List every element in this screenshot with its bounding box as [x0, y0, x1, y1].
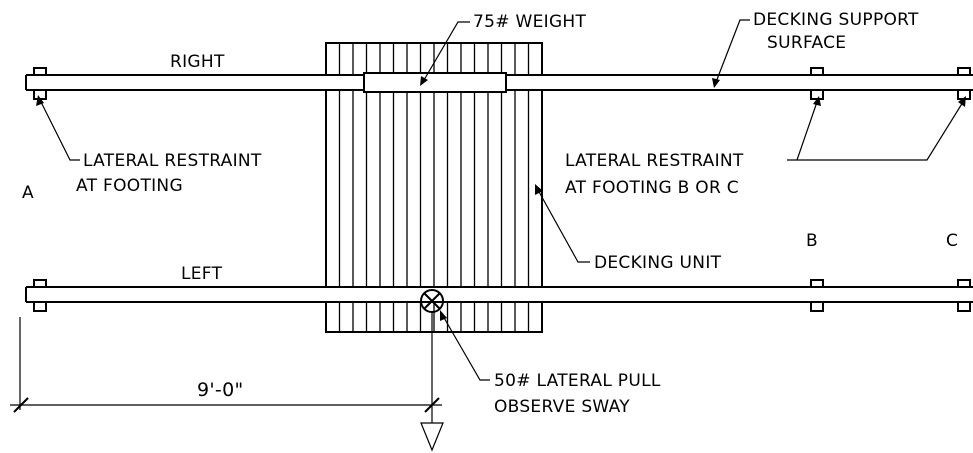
- restraint-a-leader: [39, 99, 80, 161]
- restraint-c-leader: [797, 101, 964, 161]
- decking-unit-leader: [537, 189, 590, 263]
- restraint-b-leader: [787, 101, 818, 161]
- footing-block: [33, 67, 47, 76]
- footing-a-label: A: [22, 183, 34, 203]
- restraint-c-arrow: [958, 96, 966, 107]
- footing-block: [33, 301, 47, 312]
- decking-unit-label: DECKING UNIT: [594, 253, 722, 273]
- restraint-bc-label-line2: AT FOOTING B OR C: [565, 178, 739, 198]
- restraint-a-arrow: [36, 95, 44, 106]
- support-label-line1: DECKING SUPPORT: [753, 10, 919, 30]
- restraint-b-arrow: [813, 96, 821, 106]
- pull-label-line2: OBSERVE SWAY: [494, 397, 630, 417]
- left-rail: [25, 286, 973, 303]
- right-rail-label: RIGHT: [170, 52, 225, 72]
- support-label-line2: SURFACE: [767, 33, 846, 53]
- restraint-a-label-line1: LATERAL RESTRAINT: [83, 151, 262, 171]
- support-leader-arrow: [712, 78, 720, 88]
- footing-block: [33, 89, 47, 100]
- lateral-pull-point: [420, 289, 444, 423]
- support-leader: [715, 19, 750, 83]
- footing-block: [810, 301, 824, 312]
- restraint-bc-label-line1: LATERAL RESTRAINT: [565, 151, 744, 171]
- pull-label-line1: 50# LATERAL PULL: [494, 371, 661, 391]
- footing-block: [957, 301, 971, 312]
- pull-leader: [442, 315, 490, 381]
- footing-block: [957, 67, 971, 76]
- pull-direction-arrow-icon: [420, 422, 444, 452]
- weight-leader: [423, 21, 470, 81]
- weight-block: [363, 72, 507, 93]
- weight-label: 75# WEIGHT: [473, 12, 587, 32]
- footing-block: [810, 279, 824, 288]
- left-rail-label: LEFT: [181, 264, 223, 284]
- footing-block: [957, 279, 971, 288]
- dimension-line: [10, 317, 442, 413]
- pull-leader-arrow: [440, 310, 447, 321]
- footing-c-label: C: [946, 231, 958, 251]
- footing-block: [810, 89, 824, 100]
- footing-block: [33, 279, 47, 288]
- weight-leader-arrow: [420, 76, 428, 86]
- footing-block: [810, 67, 824, 76]
- footing-b-label: B: [806, 231, 818, 251]
- restraint-a-label-line2: AT FOOTING: [76, 176, 183, 196]
- dimension-label: 9'-0": [197, 379, 244, 401]
- decking-unit-arrow: [535, 184, 543, 195]
